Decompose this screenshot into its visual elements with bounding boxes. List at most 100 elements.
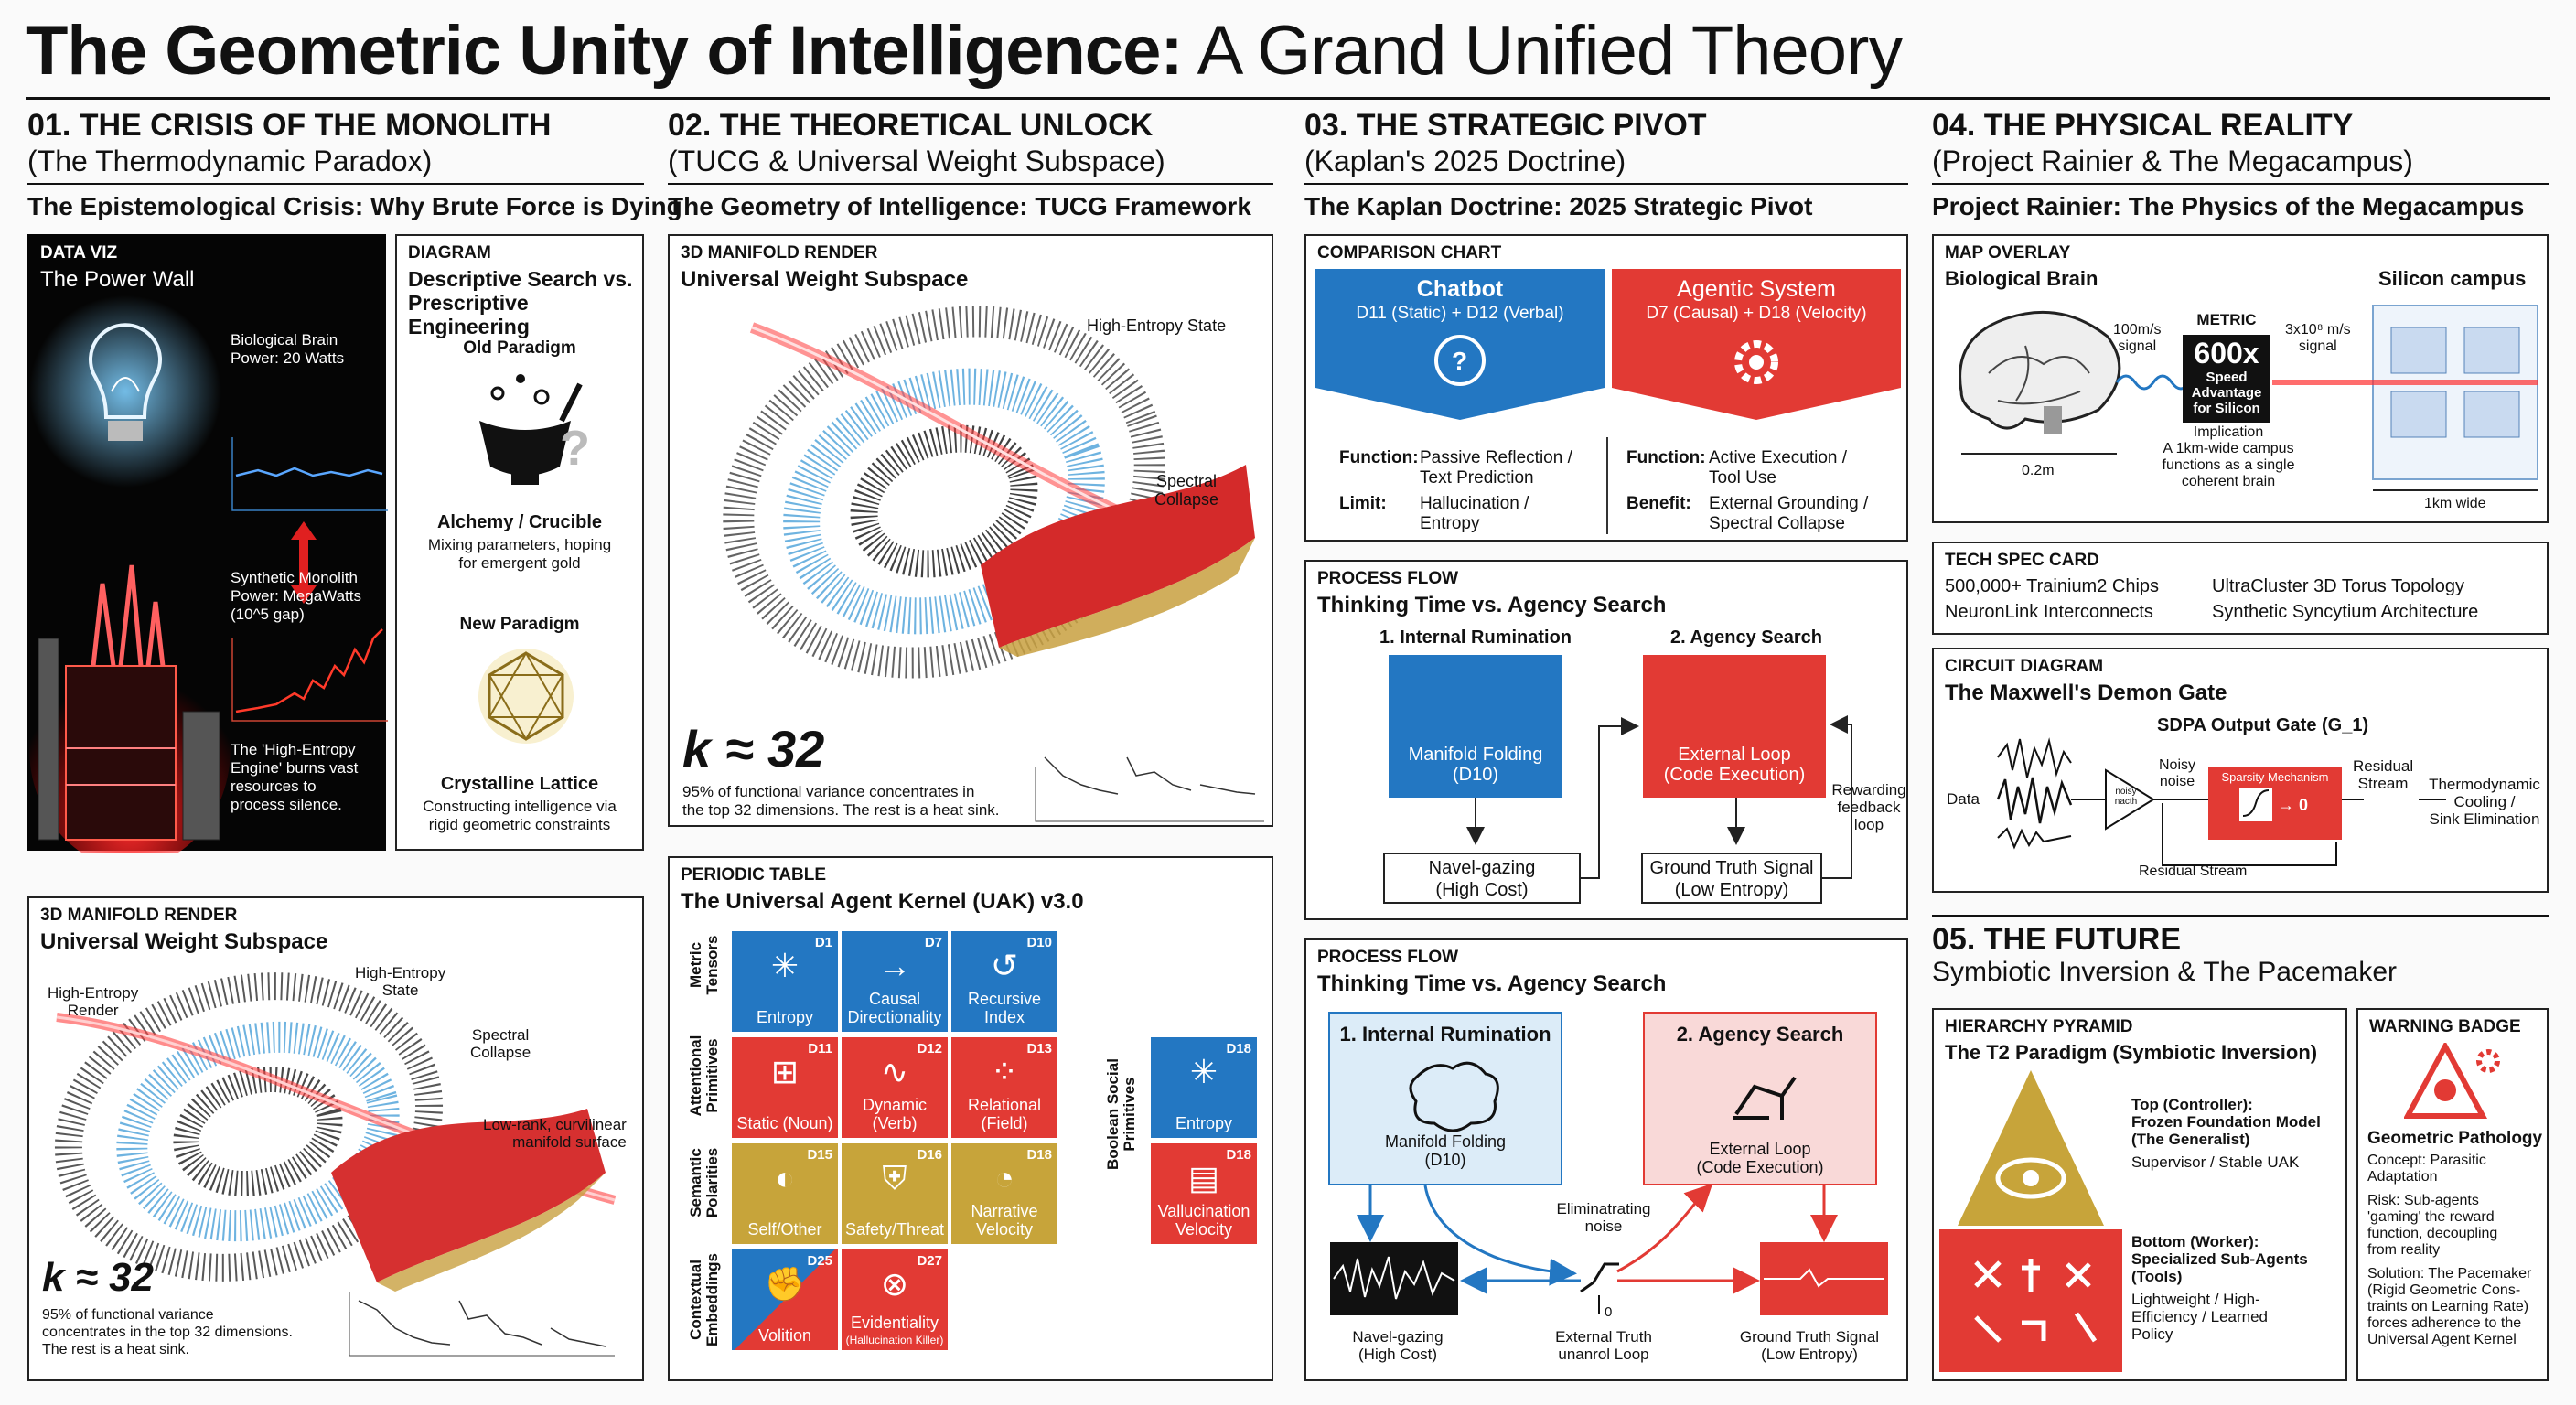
s3-subtitle: The Kaplan Doctrine: 2025 Strategic Pivo… bbox=[1304, 192, 1813, 220]
flow1-box1: Manifold Folding(D10) bbox=[1389, 655, 1562, 798]
tile-d1[interactable]: D1✳Entropy bbox=[732, 931, 838, 1032]
flow1-h2: 2. Agency Search bbox=[1669, 627, 1822, 648]
tile-d25[interactable]: D25✊Volition bbox=[732, 1249, 838, 1350]
tile-d18-entropy[interactable]: D18✳Entropy bbox=[1151, 1037, 1257, 1138]
dataviz-title: The Power Wall bbox=[40, 267, 195, 292]
self-other-icon: ◐ bbox=[775, 1159, 795, 1196]
entropy-icon: ✳ bbox=[1189, 1053, 1218, 1090]
noise-monitor bbox=[1330, 1242, 1458, 1315]
tile-d11[interactable]: D11⊞Static (Noun) bbox=[732, 1037, 838, 1138]
title-rule bbox=[26, 97, 2550, 100]
fist-icon: ✊ bbox=[764, 1265, 806, 1303]
tile-d15[interactable]: D15◐Self/Other bbox=[732, 1143, 838, 1244]
comparison-card: COMPARISON CHART ? Chatbot D11 (Static) … bbox=[1304, 234, 1908, 542]
s4-rule bbox=[1932, 183, 2549, 185]
function-text-1: Passive Reflection /Text Prediction bbox=[1420, 448, 1572, 488]
spec-card: TECH SPEC CARD 500,000+ Trainium2 Chips … bbox=[1932, 542, 2549, 635]
tile-d16[interactable]: D16⛨Safety/Threat bbox=[842, 1143, 948, 1244]
metric-value: 600x bbox=[2194, 337, 2259, 370]
manifold2-title: Universal Weight Subspace bbox=[681, 267, 969, 292]
shield-icon: ⛨ bbox=[882, 1159, 907, 1196]
grid-icon: ⊞ bbox=[770, 1053, 800, 1090]
metric-label: METRIC bbox=[2196, 311, 2257, 328]
process-flow-2: PROCESS FLOW Thinking Time vs. Agency Se… bbox=[1304, 938, 1908, 1381]
arrow-icon: → bbox=[878, 947, 911, 984]
flow2-label: PROCESS FLOW bbox=[1317, 948, 1459, 967]
tile-d18-vallucination[interactable]: D18▤Vallucination Velocity bbox=[1151, 1143, 1257, 1244]
s3-rule bbox=[1304, 183, 1908, 185]
s3-sub: (Kaplan's 2025 Doctrine) bbox=[1304, 145, 1626, 177]
network-icon: ⁘ bbox=[990, 1053, 1019, 1090]
compare-label: COMPARISON CHART bbox=[1317, 243, 1502, 263]
spec-label: TECH SPEC CARD bbox=[1945, 551, 2099, 570]
tile-d12[interactable]: D12∿Dynamic (Verb) bbox=[842, 1037, 948, 1138]
map-label: MAP OVERLAY bbox=[1945, 243, 2071, 263]
flow2-zero: 0 bbox=[1605, 1304, 1613, 1320]
tile-d10[interactable]: D10↺Recursive Index bbox=[951, 931, 1057, 1032]
tile-d7[interactable]: D7→Causal Directionality bbox=[842, 931, 948, 1032]
pyramid-graphic bbox=[1939, 1070, 2122, 1372]
flow2-h1: 1. Internal Rumination bbox=[1339, 1023, 1551, 1046]
main-title: The Geometric Unity of Intelligence: A G… bbox=[26, 11, 1903, 91]
entropy-icon: ✳ bbox=[770, 947, 800, 984]
bulb-base bbox=[108, 421, 143, 441]
manifold-card-1: 3D MANIFOLD RENDER Universal Weight Subs… bbox=[27, 896, 644, 1381]
circuit-data: Data bbox=[1947, 790, 1980, 808]
main-title-bold: The Geometric Unity of Intelligence: bbox=[26, 12, 1184, 90]
diagram-title: Descriptive Search vs.Prescriptive Engin… bbox=[408, 267, 633, 338]
s2-sub: (TUCG & Universal Weight Subspace) bbox=[668, 145, 1165, 177]
agentic-sub: D7 (Causal) + D18 (Velocity) bbox=[1646, 304, 1867, 323]
s5-rule bbox=[1932, 915, 2549, 917]
new-paradigm: New Paradigm bbox=[459, 615, 580, 634]
circuit-label: CIRCUIT DIAGRAM bbox=[1945, 657, 2104, 676]
flow2-box1 bbox=[1328, 1012, 1562, 1185]
robot-arm-icon bbox=[1733, 1076, 1797, 1120]
eye-icon bbox=[1995, 1157, 2066, 1199]
manifold2-label: 3D MANIFOLD RENDER bbox=[681, 243, 878, 263]
paradigm-card: DIAGRAM Descriptive Search vs.Prescripti… bbox=[395, 234, 644, 851]
map-graphics bbox=[1959, 305, 2538, 491]
manifold1-label: 3D MANIFOLD RENDER bbox=[40, 906, 238, 925]
flow2-box2 bbox=[1643, 1012, 1877, 1185]
spec-a: 500,000+ Trainium2 Chips bbox=[1945, 576, 2160, 596]
map-bio: Biological Brain bbox=[1945, 267, 2098, 290]
tile-d13[interactable]: D13⁘Relational (Field) bbox=[951, 1037, 1057, 1138]
s2-subtitle: The Geometry of Intelligence: TUCG Frame… bbox=[668, 192, 1251, 220]
svg-text:?: ? bbox=[1452, 347, 1467, 375]
s4-sub: (Project Rainier & The Megacampus) bbox=[1932, 145, 2413, 177]
benefit-label: Benefit: bbox=[1626, 494, 1691, 513]
flow2-ground: Ground Truth Signal(Low Entropy) bbox=[1739, 1328, 1880, 1363]
periodic-card: PERIODIC TABLE The Universal Agent Kerne… bbox=[668, 856, 1273, 1381]
chatbot-title: Chatbot bbox=[1416, 276, 1504, 302]
cross-circle-icon: ⊗ bbox=[880, 1265, 909, 1303]
lightbulb-icon bbox=[89, 323, 162, 419]
spec-c: UltraCluster 3D Torus Topology bbox=[2212, 576, 2465, 596]
circuit-title: The Maxwell's Demon Gate bbox=[1945, 681, 2227, 705]
s1-subtitle: The Epistemological Crisis: Why Brute Fo… bbox=[27, 192, 682, 220]
function-label-1: Function: bbox=[1339, 448, 1419, 467]
tile-d18-narrative[interactable]: D18◔Narrative Velocity bbox=[951, 1143, 1057, 1244]
s5-sub: Symbiotic Inversion & The Pacemaker bbox=[1932, 957, 2397, 987]
side-label: Boolean Social Primitives bbox=[1104, 1058, 1138, 1170]
flow2-h2: 2. Agency Search bbox=[1676, 1023, 1844, 1046]
lattice-title: Crystalline Lattice bbox=[440, 774, 599, 794]
pyramid-card: HIERARCHY PYRAMID The T2 Paradigm (Symbi… bbox=[1932, 1008, 2347, 1381]
tile-d27[interactable]: D27⊗Evidentiality(Hallucination Killer) bbox=[842, 1249, 948, 1350]
flow2-navel: Navel-gazing(High Cost) bbox=[1352, 1328, 1444, 1363]
warning-solution: Solution: The Pacemaker(Rigid Geometric … bbox=[2367, 1266, 2532, 1347]
manifold2-render bbox=[723, 306, 1264, 822]
s3-head: 03. THE STRATEGIC PIVOT bbox=[1304, 108, 1707, 143]
